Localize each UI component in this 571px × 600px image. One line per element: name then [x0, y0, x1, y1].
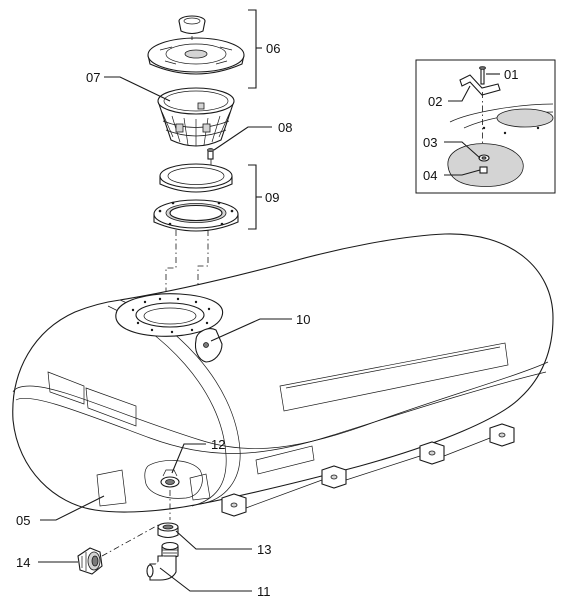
- leader-lines: [38, 9, 500, 592]
- washer-part: [157, 522, 179, 539]
- threaded-flange: [153, 199, 239, 232]
- leader-13: [175, 530, 252, 550]
- leader-03: [444, 141, 481, 159]
- leader-04: [444, 169, 481, 176]
- callout-10: 10: [296, 312, 310, 327]
- callout-12: 12: [211, 437, 225, 452]
- bracket-09: [248, 164, 257, 230]
- leader-02: [448, 85, 471, 102]
- callout-07: 07: [86, 70, 100, 85]
- leader-12: [171, 443, 206, 474]
- callout-14: 14: [16, 555, 30, 570]
- bracket-06: [248, 9, 257, 89]
- callout-04: 04: [423, 168, 437, 183]
- leader-11: [159, 567, 252, 592]
- lid-cap: [178, 15, 206, 35]
- tank-body: [12, 233, 554, 513]
- callout-03: 03: [423, 135, 437, 150]
- callout-06: 06: [266, 41, 280, 56]
- mounting-feet: [221, 423, 515, 517]
- detail-inset: [415, 59, 556, 194]
- alignment-lines: [165, 159, 212, 302]
- clamp-ring: [159, 163, 233, 193]
- callout-08: 08: [278, 120, 292, 135]
- fill-opening: [115, 293, 224, 337]
- cap-nut: [77, 523, 161, 575]
- strainer-basket: [157, 87, 235, 147]
- leader-10: [210, 318, 292, 342]
- leader-07: [104, 76, 171, 102]
- callout-02: 02: [428, 94, 442, 109]
- lid-cover: [147, 37, 245, 75]
- leader-05: [40, 495, 105, 521]
- callout-11: 11: [257, 584, 271, 599]
- drain-recess: [144, 460, 203, 520]
- screw-part: [207, 148, 214, 160]
- callout-13: 13: [257, 542, 271, 557]
- callout-05: 05: [16, 513, 30, 528]
- callout-01: 01: [504, 67, 518, 82]
- leader-08: [213, 126, 272, 151]
- callout-09: 09: [265, 190, 279, 205]
- tank-bracket: [194, 328, 223, 363]
- elbow-fitting: [146, 541, 179, 581]
